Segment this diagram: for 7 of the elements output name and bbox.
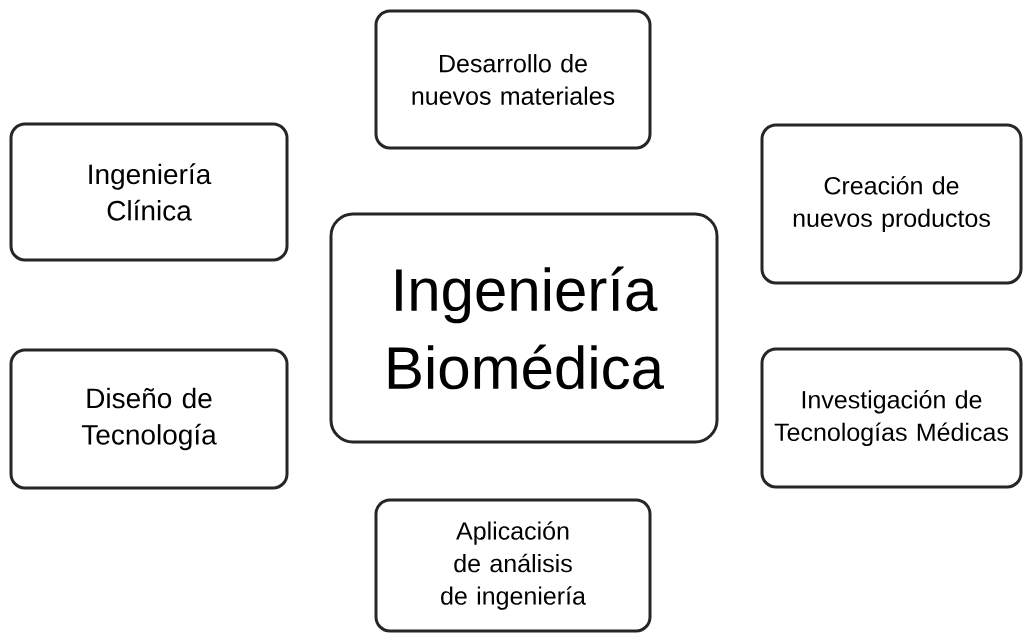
topic-box: Investigación de Tecnologías Médicas	[760, 347, 1023, 489]
topic-box: Creación de nuevos productos	[760, 123, 1023, 285]
topic-box: Aplicación de análisis de ingeniería	[374, 498, 652, 633]
central-box: Ingeniería Biomédica	[329, 212, 719, 444]
topic-box: Diseño de Tecnología	[9, 348, 289, 490]
topic-box: Ingeniería Clínica	[9, 122, 289, 262]
topic-box: Desarrollo de nuevos materiales	[374, 9, 652, 150]
